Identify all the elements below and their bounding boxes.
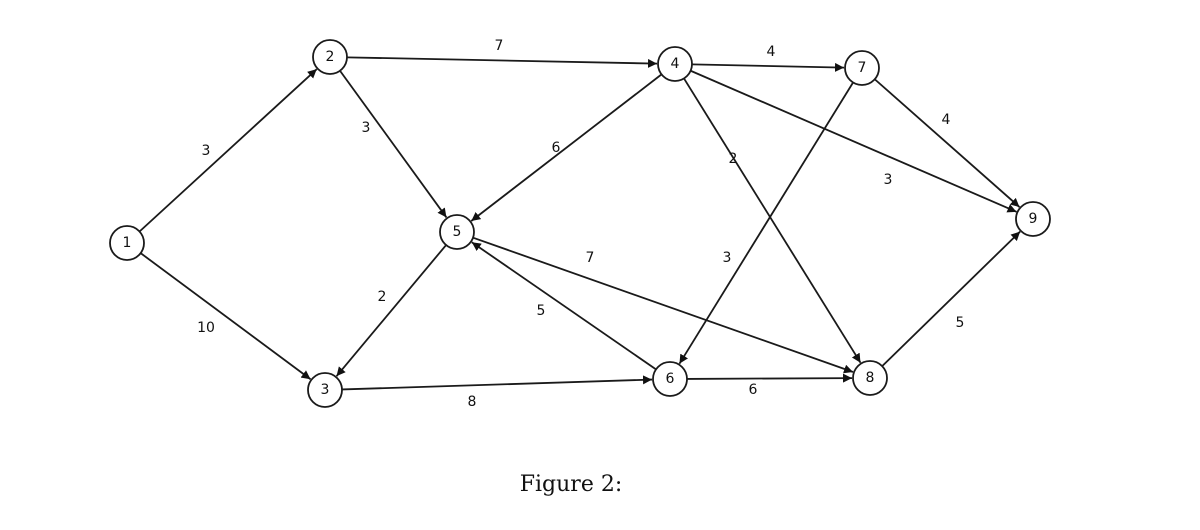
- node-2: 2: [312, 39, 348, 75]
- edge-weight-2-4: 7: [495, 38, 504, 54]
- edge-4-to-9: [690, 69, 1017, 213]
- edge-6-to-5: [471, 241, 657, 371]
- edge-3-to-6: [341, 375, 653, 391]
- node-4: 4: [657, 46, 693, 82]
- node-label-5: 5: [453, 224, 462, 240]
- edge-4-to-5: [470, 73, 663, 222]
- edge-weight-5-8: 7: [586, 250, 595, 266]
- edge-6-to-8: [686, 373, 853, 383]
- node-circle-4: [657, 46, 693, 82]
- edge-weights-layer: 3 10 7 3 8 6 4 2 3 2 7 5 6 3 4 5: [197, 38, 964, 410]
- edge-weight-4-5: 6: [552, 140, 561, 156]
- edge-4-to-8: [683, 77, 862, 364]
- node-1: 1: [109, 225, 145, 261]
- edge-weight-8-9: 5: [956, 315, 965, 331]
- figure-caption: Figure 2:: [519, 472, 623, 497]
- edge-weight-4-9: 3: [884, 172, 893, 188]
- edge-weight-5-3: 2: [378, 289, 387, 305]
- node-label-6: 6: [666, 371, 675, 387]
- edge-2-to-5: [339, 70, 448, 218]
- node-circle-5: [439, 214, 475, 250]
- edge-2-to-4: [346, 56, 658, 68]
- node-circle-6: [652, 361, 688, 397]
- node-label-8: 8: [866, 370, 875, 386]
- node-label-4: 4: [671, 56, 680, 72]
- edge-7-to-6: [678, 81, 854, 365]
- nodes-layer: 1 2 3 4 5 6 7 8 9: [109, 39, 1051, 408]
- node-label-3: 3: [321, 382, 330, 398]
- node-6: 6: [652, 361, 688, 397]
- edge-8-to-9: [881, 230, 1021, 367]
- node-3: 3: [307, 372, 343, 408]
- node-label-9: 9: [1029, 211, 1038, 227]
- node-circle-2: [312, 39, 348, 75]
- edge-weight-6-8: 6: [749, 382, 758, 398]
- edge-weight-7-9: 4: [942, 112, 951, 128]
- node-8: 8: [852, 360, 888, 396]
- node-9: 9: [1015, 201, 1051, 237]
- edge-weight-4-7: 4: [767, 44, 776, 60]
- edge-weight-1-3: 10: [197, 320, 215, 336]
- node-circle-8: [852, 360, 888, 396]
- edge-1-to-3: [140, 252, 312, 380]
- edge-5-to-8: [472, 236, 854, 374]
- edge-5-to-3: [335, 244, 447, 377]
- edge-weight-1-2: 3: [202, 143, 211, 159]
- edge-weight-4-8: 2: [729, 151, 738, 167]
- node-7: 7: [844, 50, 880, 86]
- node-circle-1: [109, 225, 145, 261]
- node-circle-9: [1015, 201, 1051, 237]
- edge-weight-2-5: 3: [362, 120, 371, 136]
- node-circle-7: [844, 50, 880, 86]
- node-label-1: 1: [123, 235, 132, 251]
- edge-weight-6-5: 5: [537, 303, 546, 319]
- node-circle-3: [307, 372, 343, 408]
- node-label-7: 7: [858, 60, 867, 76]
- node-label-2: 2: [326, 49, 335, 65]
- edges-layer: [138, 56, 1021, 391]
- node-5: 5: [439, 214, 475, 250]
- edge-weight-3-6: 8: [468, 394, 477, 410]
- edge-1-to-2: [138, 68, 318, 233]
- edge-4-to-7: [691, 62, 845, 72]
- edge-7-to-9: [874, 78, 1021, 208]
- edge-weight-7-6: 3: [723, 250, 732, 266]
